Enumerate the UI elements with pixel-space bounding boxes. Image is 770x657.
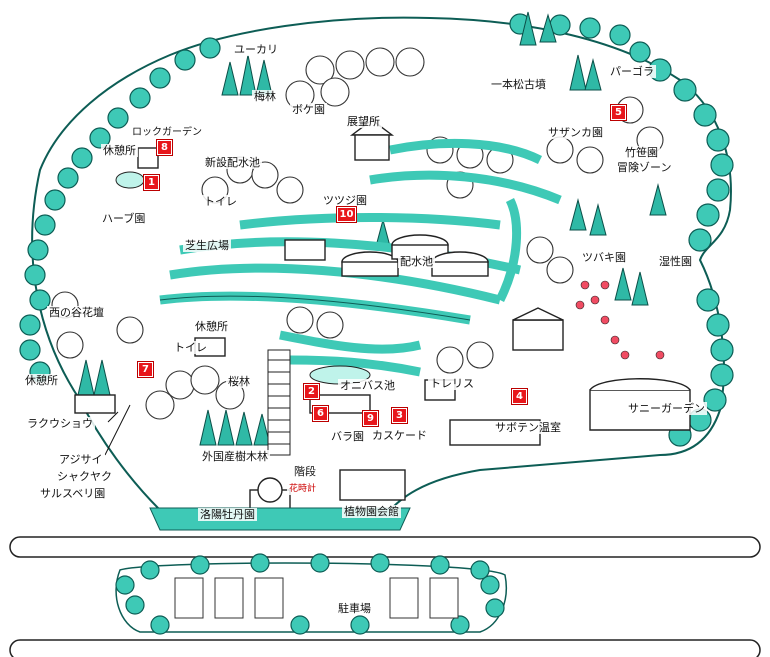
label-foreign-trees: 外国産樹木林: [200, 450, 270, 463]
label-rest-area-1: 休憩所: [101, 144, 138, 157]
label-azalea-garden: ツツジ園: [321, 194, 369, 207]
label-lotus-pond: オニバス池: [338, 379, 397, 392]
label-hydrangea: アジサイ: [57, 453, 105, 466]
label-pergola: パーゴラ: [608, 65, 656, 78]
label-herb-garden: ハーブ園: [100, 212, 148, 225]
marker-7[interactable]: 7: [138, 362, 153, 377]
parking-lot: [115, 553, 507, 635]
label-cherry-grove: 桜林: [226, 375, 252, 388]
label-bald-cypress: ラクウショウ: [25, 417, 95, 430]
label-new-reservoir: 新設配水池: [203, 156, 262, 169]
border-trees: [19, 13, 734, 447]
terraces: [159, 138, 562, 377]
label-wetland-garden: 湿性園: [657, 255, 694, 268]
label-adventure-zone: 冒険ゾーン: [615, 161, 674, 174]
marker-3[interactable]: 3: [392, 408, 407, 423]
label-cascade: カスケード: [370, 429, 429, 442]
marker-9[interactable]: 9: [363, 411, 378, 426]
marker-4[interactable]: 4: [512, 389, 527, 404]
label-stairs: 階段: [292, 465, 318, 478]
marker-2[interactable]: 2: [304, 384, 319, 399]
label-quince-garden: ボケ園: [290, 103, 327, 116]
label-toilet-2: トイレ: [172, 341, 209, 354]
label-plum-grove: 梅林: [252, 90, 278, 103]
label-eucalyptus: ユーカリ: [232, 43, 280, 56]
label-ancient-pine: 一本松古墳: [489, 78, 548, 91]
label-rest-area-3: 休憩所: [23, 374, 60, 387]
label-reservoir: 配水池: [398, 255, 435, 268]
label-bamboo-garden: 竹笹園: [623, 146, 660, 159]
label-peony: シャクヤク: [55, 470, 114, 483]
label-flower-clock: 花時計: [287, 484, 319, 495]
leader-lines: [104, 404, 131, 456]
label-camellia-garden: ツバキ園: [580, 251, 628, 264]
label-crape-myrtle: サルスベリ園: [38, 487, 108, 500]
label-observatory: 展望所: [345, 115, 382, 128]
label-botanical-hall: 植物園会館: [342, 505, 401, 518]
label-toilet-1: トイレ: [202, 195, 239, 208]
label-sasanqua-garden: サザンカ園: [546, 126, 605, 139]
label-peony-garden: 洛陽牡丹園: [198, 508, 257, 521]
marker-1[interactable]: 1: [144, 175, 159, 190]
label-cactus-greenhouse: サボテン温室: [493, 421, 563, 434]
label-rock-garden: ロックガーデン: [130, 127, 204, 139]
label-rest-area-2: 休憩所: [193, 320, 230, 333]
label-west-valley-bed: 西の谷花壇: [47, 306, 106, 319]
label-parking: 駐車場: [336, 602, 373, 615]
marker-5[interactable]: 5: [611, 105, 626, 120]
flowering-trees: [51, 47, 664, 420]
label-rose-garden: バラ園: [329, 430, 366, 443]
label-trellis: トレリス: [428, 377, 476, 390]
marker-10[interactable]: 10: [337, 207, 356, 222]
label-sunny-garden: サニーガーデン: [626, 402, 707, 415]
stairs-drawing: [267, 349, 291, 456]
marker-8[interactable]: 8: [157, 140, 172, 155]
label-lawn-plaza: 芝生広場: [183, 239, 231, 252]
reservoir-tanks: [284, 234, 489, 277]
marker-6[interactable]: 6: [313, 406, 328, 421]
camellia-beds: [575, 280, 665, 360]
